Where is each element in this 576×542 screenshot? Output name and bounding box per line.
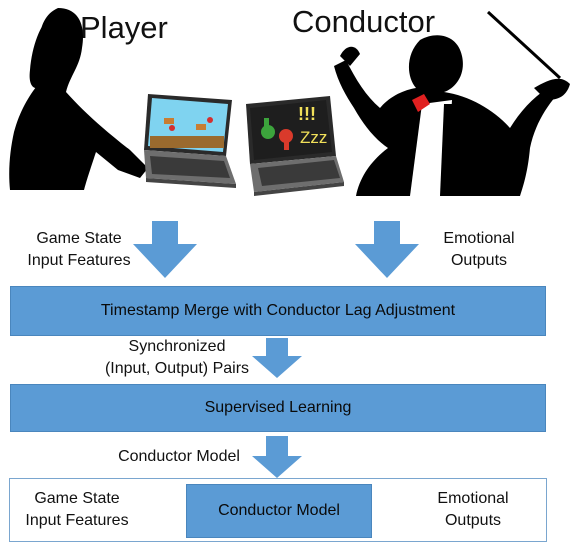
arrow-down-right xyxy=(355,221,419,278)
baton xyxy=(486,10,562,80)
thumb-up-icon xyxy=(261,125,275,139)
supervised-learning-text: Supervised Learning xyxy=(204,399,352,416)
laptop-right xyxy=(246,96,344,196)
conductor-model-box: Conductor Model xyxy=(186,484,372,538)
timestamp-merge-text: Timestamp Merge with Conductor Lag Adjus… xyxy=(100,302,456,319)
emotional-outputs-label: Emotional Outputs xyxy=(443,230,515,269)
game-state-label: Game State Input Features xyxy=(27,230,131,269)
arrow-down-model xyxy=(252,436,302,478)
rose-icon xyxy=(412,94,430,112)
bottom-emotional-outputs-label: Emotional Outputs xyxy=(437,490,509,529)
bottom-game-state-label: Game State Input Features xyxy=(25,490,129,529)
supervised-learning-bar: Supervised Learning xyxy=(10,384,546,432)
synchronized-pairs-label: Synchronized (Input, Output) Pairs xyxy=(104,338,250,377)
conductor-model-label: Conductor Model xyxy=(118,448,240,465)
conductor-silhouette xyxy=(334,10,570,196)
conductor-model-box-text: Conductor Model xyxy=(218,502,340,519)
conductor-title: Conductor xyxy=(292,4,436,39)
timestamp-merge-bar: Timestamp Merge with Conductor Lag Adjus… xyxy=(10,286,546,336)
player-silhouette xyxy=(9,8,148,190)
arrow-down-sync xyxy=(252,338,302,378)
exclaim-text: !!! xyxy=(298,104,316,124)
thumb-down-icon xyxy=(279,129,293,143)
player-title: Player xyxy=(80,10,168,45)
zzz-text: Zzz xyxy=(300,128,328,147)
laptop-left xyxy=(144,94,236,188)
arrow-down-left xyxy=(133,221,197,278)
